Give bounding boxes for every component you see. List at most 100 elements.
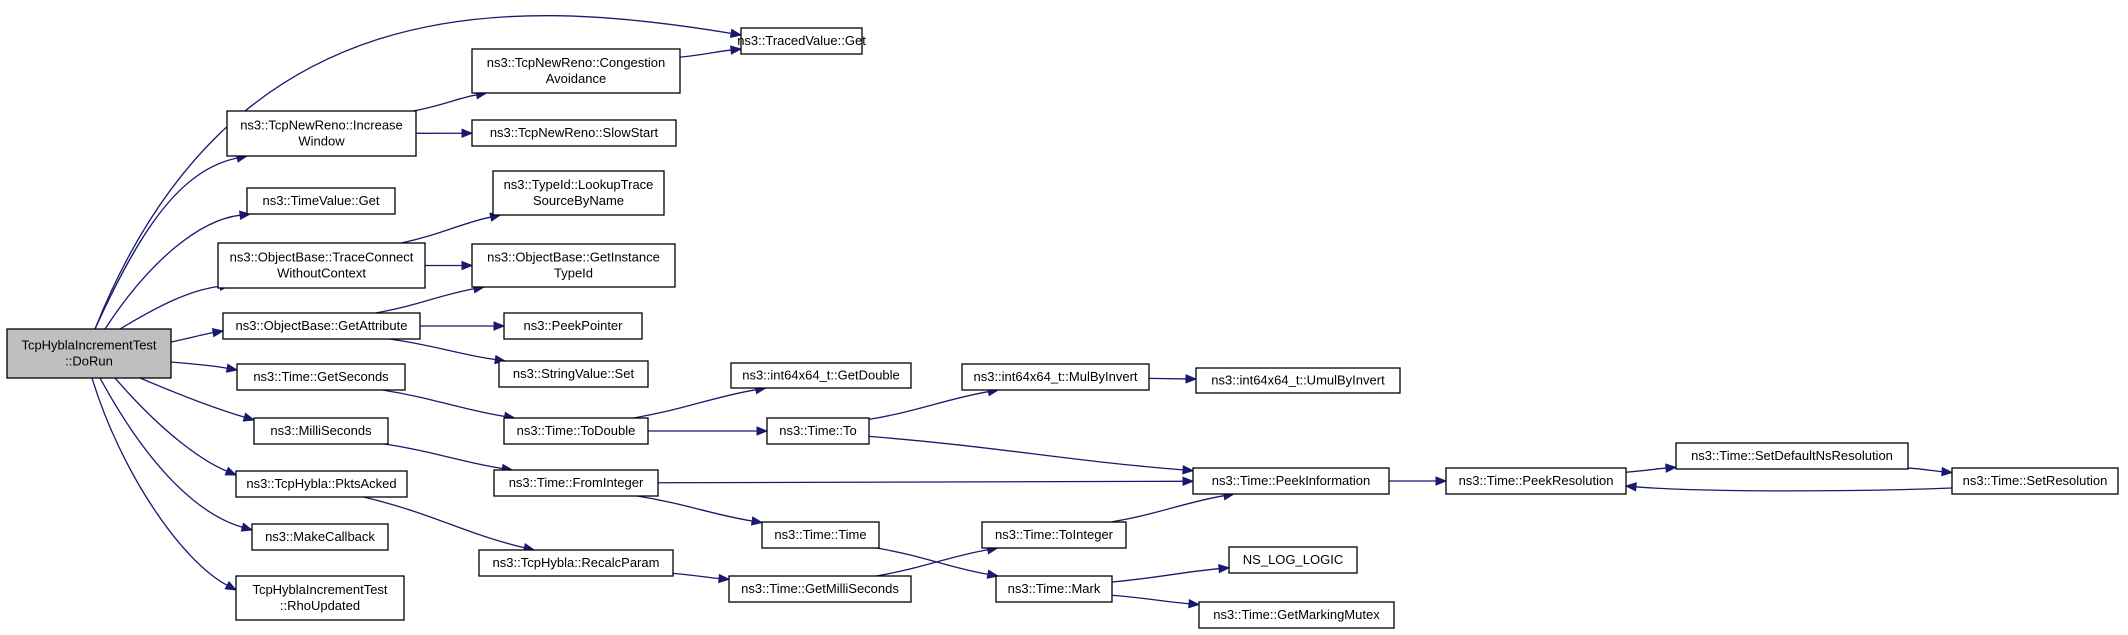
node-ns-log-logic[interactable]: NS_LOG_LOGIC [1228, 546, 1358, 574]
call-edge-pkts_acked-to-recalc_param [363, 496, 536, 553]
node-box [1195, 367, 1401, 394]
arrowhead-icon [240, 522, 254, 532]
node-label: WithoutContext [277, 266, 366, 281]
call-edge-set_resolution-to-peek_resolution [1624, 482, 1953, 492]
node-label: ns3::int64x64_t::MulByInvert [973, 369, 1137, 384]
node-layer: TcpHyblaIncrementTest::DoRun ns3::TracedV… [6, 27, 2119, 629]
node-trace-connect[interactable]: ns3::ObjectBase::TraceConnectWithoutCont… [217, 242, 426, 289]
node-label: ns3::Time::FromInteger [509, 475, 644, 490]
node-box [761, 521, 880, 549]
node-box [471, 119, 677, 147]
node-box [1445, 467, 1627, 495]
node-dorun[interactable]: TcpHyblaIncrementTest::DoRun [6, 328, 172, 379]
node-box [235, 575, 405, 621]
node-set-default-ns-resolution[interactable]: ns3::Time::SetDefaultNsResolution [1675, 442, 1909, 470]
node-box [493, 469, 659, 497]
edge-line [170, 332, 214, 343]
node-label: ns3::StringValue::Set [513, 366, 635, 381]
node-label: NS_LOG_LOGIC [1243, 552, 1343, 567]
node-label: ns3::ObjectBase::TraceConnect [230, 250, 414, 265]
node-get-seconds[interactable]: ns3::Time::GetSeconds [236, 363, 406, 391]
arrowhead-icon [493, 321, 506, 331]
node-int64-getdouble[interactable]: ns3::int64x64_t::GetDouble [730, 362, 912, 389]
call-edge-dorun-to-make_callback [99, 377, 254, 532]
arrowhead-icon [224, 580, 238, 591]
node-peek-information[interactable]: ns3::Time::PeekInformation [1192, 467, 1390, 495]
call-edge-dorun-to-pkts_acked [114, 377, 238, 476]
node-time-mark[interactable]: ns3::Time::Mark [995, 575, 1113, 603]
node-label: ns3::TcpNewReno::Increase [240, 118, 403, 133]
call-edge-peek_resolution-to-set_default_ns_resolution [1625, 463, 1678, 473]
arrowhead-icon [986, 569, 1000, 579]
edge-line [114, 377, 228, 472]
node-label: ns3::Time::ToDouble [517, 423, 636, 438]
call-edge-milliseconds-to-from_integer [384, 443, 514, 474]
node-box [498, 360, 649, 388]
node-label: ns3::TimeValue::Get [262, 193, 379, 208]
node-label: ns3::ObjectBase::GetInstance [487, 250, 660, 265]
node-peek-pointer[interactable]: ns3::PeekPointer [503, 312, 643, 340]
node-from-integer[interactable]: ns3::Time::FromInteger [493, 469, 659, 497]
node-peek-resolution[interactable]: ns3::Time::PeekResolution [1445, 467, 1627, 495]
node-label: SourceByName [533, 193, 624, 208]
node-box [492, 170, 665, 216]
node-label: ns3::Time::Mark [1008, 581, 1101, 596]
node-stringvalue-set[interactable]: ns3::StringValue::Set [498, 360, 649, 388]
edge-line [91, 377, 228, 586]
node-get-milliseconds[interactable]: ns3::Time::GetMilliSeconds [728, 575, 912, 603]
call-edge-peek_information-to-peek_resolution [1389, 476, 1448, 486]
node-label: ns3::TcpNewReno::Congestion [487, 55, 666, 70]
node-set-resolution[interactable]: ns3::Time::SetResolution [1951, 467, 2119, 495]
arrowhead-icon [1435, 476, 1448, 486]
node-box [1198, 601, 1395, 629]
node-label: ns3::ObjectBase::GetAttribute [236, 318, 408, 333]
edge-line [1148, 377, 1187, 380]
edge-layer [91, 15, 1954, 609]
node-label: ns3::MakeCallback [265, 529, 375, 544]
node-box [235, 470, 408, 498]
arrowhead-icon [750, 516, 764, 526]
node-timevalue-get[interactable]: ns3::TimeValue::Get [246, 187, 396, 215]
node-umul-by-invert[interactable]: ns3::int64x64_t::UmulByInvert [1195, 367, 1401, 394]
node-box [1951, 467, 2119, 495]
call-edge-dorun-to-get_attribute [170, 328, 225, 343]
node-pkts-acked[interactable]: ns3::TcpHybla::PktsAcked [235, 470, 408, 498]
call-edge-trace_connect-to-lookup_trace [401, 212, 502, 244]
call-edge-dorun-to-tracedvalue_get [94, 15, 743, 330]
node-make-callback[interactable]: ns3::MakeCallback [251, 523, 389, 551]
node-box [471, 48, 681, 94]
node-label: ns3::TcpNewReno::SlowStart [490, 125, 659, 140]
node-label: ns3::MilliSeconds [270, 423, 372, 438]
node-to-integer[interactable]: ns3::Time::ToInteger [981, 521, 1127, 549]
edge-line [633, 389, 757, 419]
node-get-marking-mutex[interactable]: ns3::Time::GetMarkingMutex [1198, 601, 1395, 629]
node-label: ns3::int64x64_t::GetDouble [742, 368, 900, 383]
edge-line [375, 288, 475, 314]
edge-line [363, 496, 525, 549]
edge-line [389, 338, 496, 361]
node-get-attribute[interactable]: ns3::ObjectBase::GetAttribute [222, 312, 421, 340]
node-to-double[interactable]: ns3::Time::ToDouble [503, 417, 649, 445]
node-rho-updated[interactable]: TcpHyblaIncrementTest::RhoUpdated [235, 575, 405, 621]
edge-line [1625, 467, 1667, 473]
node-milliseconds[interactable]: ns3::MilliSeconds [253, 417, 389, 445]
node-time-time[interactable]: ns3::Time::Time [761, 521, 880, 549]
edge-line [1111, 568, 1220, 583]
call-edge-to_integer-to-peek_information [1110, 491, 1236, 523]
node-box [217, 242, 426, 289]
call-edge-mul_by_invert-to-umul_by_invert [1148, 374, 1198, 384]
node-box [730, 362, 912, 389]
node-recalc-param[interactable]: ns3::TcpHybla::RecalcParam [478, 549, 674, 577]
node-tracedvalue-get[interactable]: ns3::TracedValue::Get [737, 27, 866, 55]
call-edge-to_double-to-time_to [648, 426, 769, 436]
node-slow-start[interactable]: ns3::TcpNewReno::SlowStart [471, 119, 677, 147]
node-box [222, 312, 421, 340]
node-mul-by-invert[interactable]: ns3::int64x64_t::MulByInvert [961, 363, 1150, 391]
node-label: TcpHyblaIncrementTest [21, 338, 156, 353]
call-edge-dorun-to-increase_window [94, 153, 249, 330]
node-time-to[interactable]: ns3::Time::To [766, 417, 870, 445]
